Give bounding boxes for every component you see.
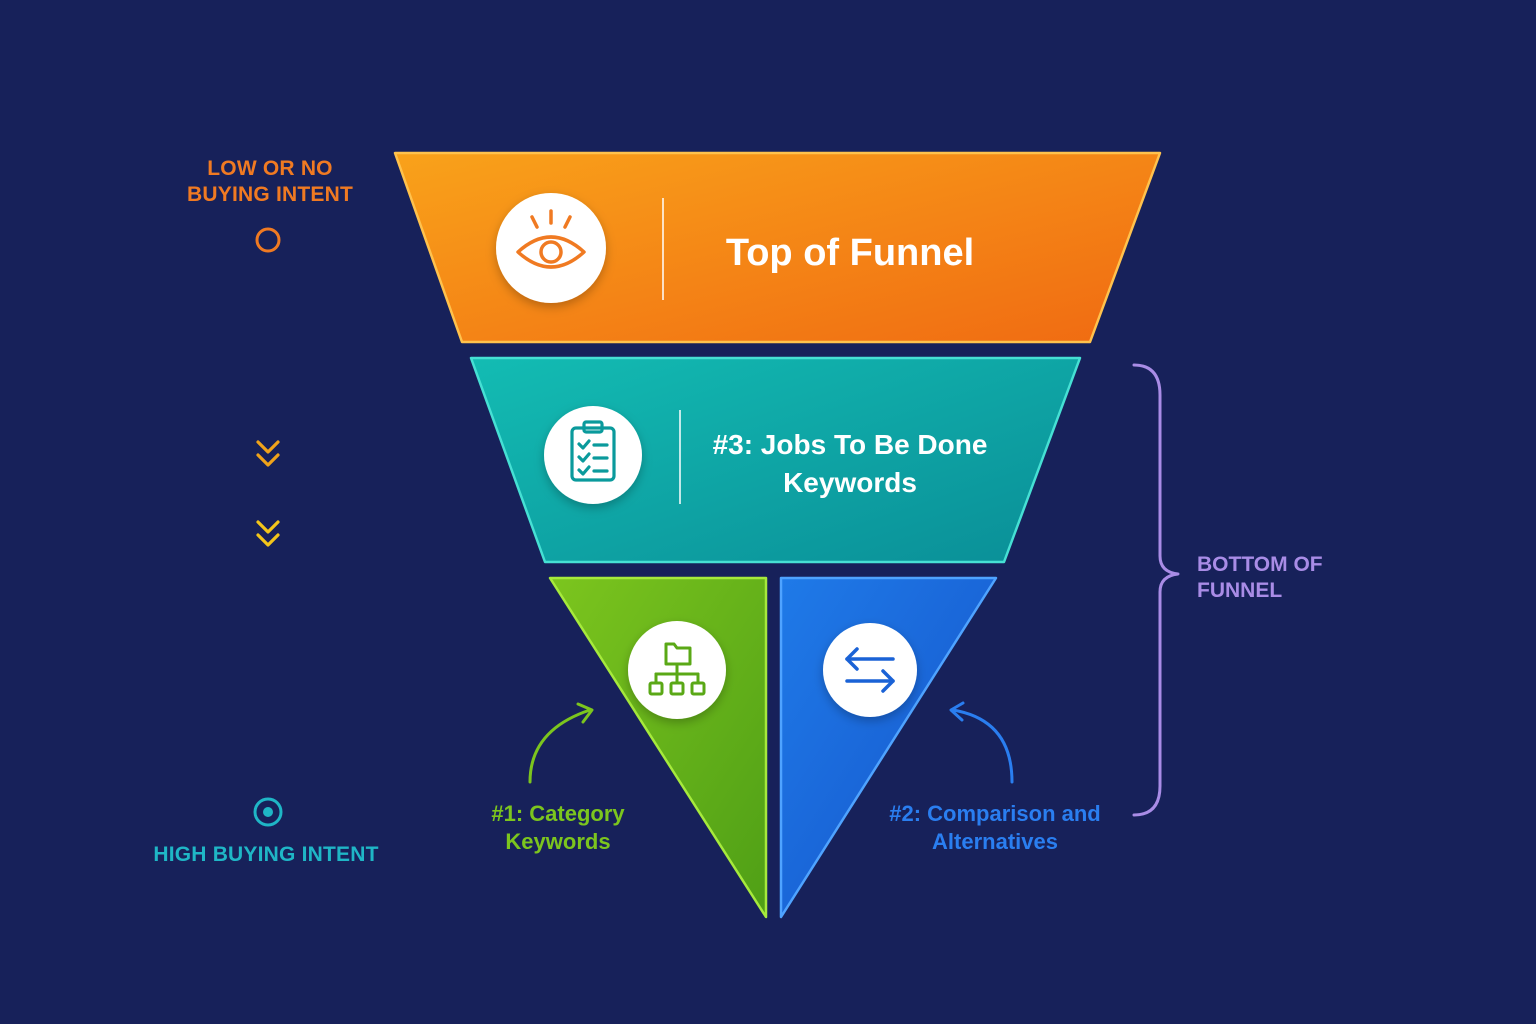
bottom-of-funnel-label-line: FUNNEL: [1197, 579, 1283, 603]
eye-icon: [516, 209, 586, 269]
middle-funnel-band: [469, 356, 1082, 564]
high-intent-label-text: HIGH BUYING INTENT: [153, 843, 379, 866]
bottom-funnel-bracket: [1132, 363, 1180, 817]
clipboard-checklist-icon: [570, 420, 616, 482]
top-funnel-band: [393, 151, 1162, 344]
eye-icon-circle: [496, 193, 606, 303]
jobs-to-be-done-title: #3: Jobs To Be Done Keywords: [690, 426, 1010, 502]
comparison-caption: #2: Comparison and Alternatives: [868, 800, 1122, 855]
high-intent-marker-dot: [263, 807, 273, 817]
category-caption-line: #1: Category: [491, 801, 625, 826]
low-intent-label-line: BUYING INTENT: [187, 183, 353, 207]
category-keywords-caption: #1: Category Keywords: [450, 800, 666, 855]
category-pointer-arrow: [528, 702, 594, 784]
top-of-funnel-title-text: Top of Funnel: [725, 232, 975, 274]
top-of-funnel-title: Top of Funnel: [690, 230, 1010, 278]
bottom-of-funnel-label-line: BOTTOM OF: [1197, 553, 1323, 576]
comparison-caption-line: Alternatives: [932, 828, 1058, 854]
low-intent-label: LOW OR NO BUYING INTENT: [150, 156, 390, 209]
jobs-to-be-done-title-line: Keywords: [783, 467, 917, 498]
chevron-down-icon: [256, 520, 280, 547]
folder-hierarchy-icon: [648, 642, 706, 696]
low-intent-label-line: LOW OR NO: [207, 157, 333, 180]
bottom-of-funnel-label: BOTTOM OF FUNNEL: [1197, 552, 1323, 605]
swap-arrows-icon: [845, 647, 895, 693]
chevron-down-icon: [256, 440, 280, 467]
swap-icon-circle: [823, 623, 917, 717]
high-intent-label: HIGH BUYING INTENT: [140, 842, 392, 868]
comparison-pointer-arrow: [949, 701, 1014, 784]
jobs-to-be-done-title-line: #3: Jobs To Be Done: [712, 429, 988, 460]
high-intent-marker: [253, 797, 283, 827]
category-caption-line: Keywords: [505, 828, 611, 854]
clipboard-icon-circle: [544, 406, 642, 504]
comparison-caption-line: #2: Comparison and: [889, 801, 1101, 826]
low-intent-marker: [255, 227, 281, 253]
